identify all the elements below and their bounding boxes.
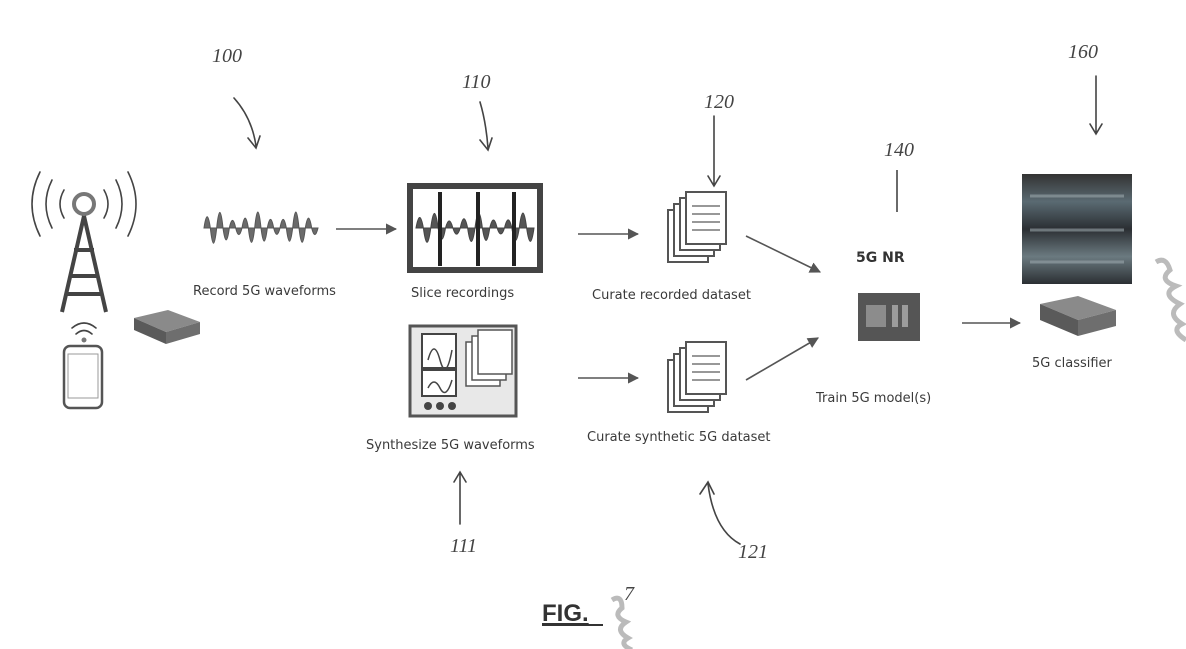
- spectrogram-image: [1022, 174, 1132, 284]
- cell-tower-icon: [32, 172, 136, 312]
- waveform-icon: [204, 212, 318, 243]
- ref-110: 110: [462, 71, 491, 93]
- arrow-synthetic-to-train: [746, 338, 818, 380]
- figure-number: 7: [624, 583, 635, 605]
- figure-scribble: [612, 598, 632, 649]
- ref-121: 121: [738, 541, 768, 563]
- 5g-nr-logo: 5G NR: [856, 250, 905, 266]
- scribble-mark: [1156, 260, 1186, 340]
- ref-120-arrow: [708, 116, 720, 186]
- recorder-device-icon: [134, 310, 200, 344]
- ref-121-arrow: [700, 482, 740, 544]
- ref-111: 111: [450, 535, 477, 557]
- slice-recordings-icon: [410, 186, 540, 270]
- ref-140: 140: [884, 139, 914, 161]
- record-label: Record 5G waveforms: [193, 284, 336, 299]
- curate-recorded-label: Curate recorded dataset: [592, 288, 751, 303]
- classifier-label: 5G classifier: [1032, 356, 1113, 371]
- curate-synthetic-label: Curate synthetic 5G dataset: [587, 430, 771, 445]
- ref-110-arrow: [480, 102, 492, 150]
- gpu-chip-icon: [858, 293, 920, 341]
- figure-caption: FIG.: [542, 600, 589, 627]
- ref-111-arrow: [454, 472, 466, 524]
- ref-160: 160: [1068, 41, 1098, 63]
- train-label: Train 5G model(s): [815, 391, 931, 406]
- synthesize-label: Synthesize 5G waveforms: [366, 438, 535, 453]
- synthesizer-icon: [410, 326, 516, 416]
- ref-100: 100: [212, 45, 242, 67]
- ref-100-arrow: [234, 98, 260, 148]
- ref-160-arrow: [1090, 76, 1102, 134]
- ref-120: 120: [704, 91, 734, 113]
- classifier-device-icon: [1040, 296, 1116, 336]
- recorded-dataset-icon: [668, 192, 726, 262]
- synthetic-dataset-icon: [668, 342, 726, 412]
- arrow-recorded-to-train: [746, 236, 820, 272]
- wifi-icon: [72, 323, 96, 343]
- slice-label: Slice recordings: [411, 286, 514, 301]
- phone-icon: [64, 346, 102, 408]
